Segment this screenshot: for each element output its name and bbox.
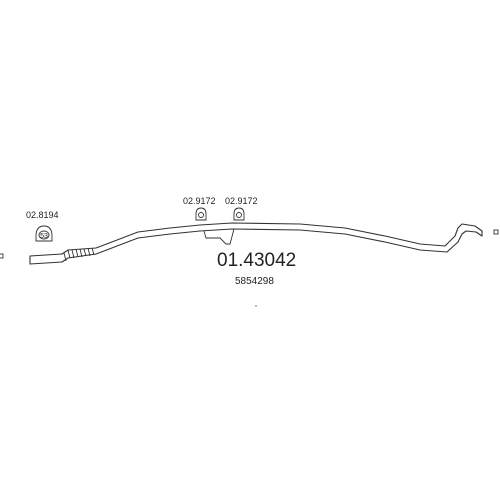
gasket-symbol: 53 [40,233,48,240]
gasket-icon: 53 [35,225,53,242]
oem-number: 5854298 [235,276,274,287]
exhaust-pipe [29,222,483,265]
rubber-hanger-icon [233,207,245,221]
hanger-left-label: 02.9172 [183,196,216,206]
gasket-label: 02.8194 [26,210,59,220]
reference-dot [255,305,257,307]
left-end-marker [0,253,4,259]
hanger-right-label: 02.9172 [225,196,258,206]
rubber-hanger-icon [195,207,207,221]
main-part-number: 01.43042 [217,250,296,271]
right-end-marker [493,229,499,235]
